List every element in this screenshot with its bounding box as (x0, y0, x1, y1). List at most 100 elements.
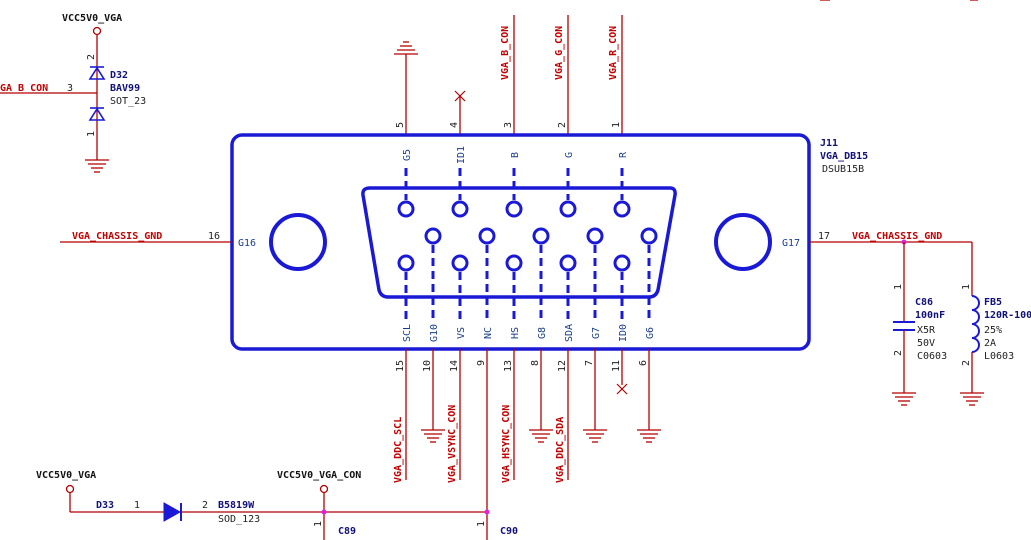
ground-icon (85, 159, 109, 173)
d33-diode-icon (163, 502, 182, 522)
j11-ref: J11 (820, 138, 838, 149)
pin-number: 15 (395, 360, 406, 372)
d33-ref: D33 (96, 500, 114, 511)
pin-number: 17 (818, 231, 830, 242)
d32-package: SOT_23 (110, 96, 146, 107)
vcc-top-label: VCC5V0_VGA (62, 13, 122, 24)
vcc-bottom-power-symbol (65, 484, 75, 494)
pin-name: SDA (564, 324, 575, 342)
c86-value: 100nF (915, 310, 945, 321)
d32-section: VCC5V0_VGA GA_B_CON 3 2 1 D32 BAV99 SOT_… (0, 13, 146, 173)
vcc-con-label: VCC5V0_VGA_CON (277, 470, 361, 481)
pin-number: 12 (557, 360, 568, 372)
pin-name: ID1 (456, 146, 467, 164)
net-vga-ddc-scl: VGA_DDC_SCL (393, 417, 404, 483)
fb5-ref: FB5 (984, 297, 1002, 308)
d32-pin2: 2 (86, 54, 97, 60)
ground-icon (529, 429, 553, 443)
j11-connector-body: G5 ID1 B G R SCL G10 VS NC HS G8 SDA G7 … (230, 133, 868, 351)
c86-ref: C86 (915, 297, 933, 308)
j11-outline (230, 133, 811, 351)
d33-pin2: 2 (202, 500, 208, 511)
c90-ref: C90 (500, 526, 518, 537)
pin-number: 5 (395, 122, 406, 128)
fb5-pin2: 2 (961, 360, 972, 366)
fb5-current: 2A (984, 338, 996, 349)
j11-right-mount-hole (714, 213, 772, 271)
fb5-package: L0603 (984, 351, 1014, 362)
j11-value: VGA_DB15 (820, 151, 868, 162)
ground-icon (892, 392, 916, 406)
c86-package: C0603 (917, 351, 947, 362)
c86-pin1: 1 (893, 284, 904, 290)
c89-pin1: 1 (313, 521, 324, 527)
c86-dielectric: X5R (917, 325, 936, 336)
pin-number: 2 (557, 122, 568, 128)
net-chassis-right: VGA_CHASSIS_GND (852, 231, 942, 242)
c90-pin1: 1 (476, 521, 487, 527)
pin-number: 16 (208, 231, 220, 242)
d33-package: SOD_123 (218, 514, 260, 525)
fb5-section: 1 2 FB5 120R-100 25% 2A L0603 (960, 242, 1031, 406)
net-vga-r-con: VGA_R_CON (608, 26, 619, 80)
pin-name: G (564, 152, 575, 158)
d33-value: B5819W (218, 500, 255, 511)
net-chassis-left: VGA_CHASSIS_GND (72, 231, 162, 242)
d32-value: BAV99 (110, 83, 140, 94)
ground-icon (637, 429, 661, 443)
vcc-bottom-label: VCC5V0_VGA (36, 470, 96, 481)
pin-number: 6 (638, 360, 649, 366)
vcc-con-power-symbol (319, 484, 329, 494)
pin-number: 3 (503, 122, 514, 128)
pin-name: R (618, 151, 629, 158)
ground-icon (421, 429, 445, 443)
pin-name: G5 (402, 149, 413, 161)
fb5-tolerance: 25% (984, 325, 1002, 336)
pin-name: G6 (645, 327, 656, 339)
pin-name: G16 (238, 238, 256, 249)
fb5-pin1: 1 (961, 284, 972, 290)
ground-icon (583, 429, 607, 443)
d32-ref: D32 (110, 70, 128, 81)
pin-number: 7 (584, 360, 595, 366)
pin-name: HS (510, 327, 521, 339)
pin-name: VS (456, 327, 467, 339)
d33-pin1: 1 (134, 500, 140, 511)
inductor-coil-icon (971, 295, 980, 353)
pin-name: ID0 (618, 324, 629, 342)
pin-name: G10 (429, 324, 440, 342)
d32-lower-diode-icon (88, 107, 106, 121)
pin-number: 13 (503, 360, 514, 372)
junction-dot (321, 509, 327, 515)
d32-upper-diode-icon (88, 66, 106, 80)
pin-number: 9 (476, 360, 487, 366)
net-vga-vsync-con: VGA_VSYNC_CON (447, 405, 458, 483)
j11-top-pins: VGA_B_CON VGA_G_CON VGA_R_CON 5 4 3 2 1 (394, 15, 623, 135)
ground-icon (960, 392, 984, 406)
j11-bottom-pins: 15 10 14 9 13 8 12 7 11 6 VGA_DDC_SCL VG… (393, 349, 661, 540)
pin-number: 4 (449, 122, 460, 128)
d32-pin1: 1 (86, 131, 97, 137)
net-vga-b-con-left: GA_B_CON (0, 83, 48, 94)
junction-dot (484, 509, 490, 515)
pin-number: 11 (611, 360, 622, 372)
d33-section: VCC5V0_VGA D33 1 2 B5819W SOD_123 VCC5V0… (36, 470, 518, 540)
pin-name: NC (483, 327, 494, 339)
pin-number: 1 (611, 122, 622, 128)
net-vga-b-con: VGA_B_CON (500, 26, 511, 80)
vcc-top-power-symbol (92, 26, 102, 36)
pin-name: G8 (537, 327, 548, 339)
c89-ref: C89 (338, 526, 356, 537)
pin-name: G17 (782, 238, 800, 249)
j11-left-mount-hole (269, 213, 327, 271)
j11-side-pins: VGA_CHASSIS_GND 16 17 VGA_CHASSIS_GND (60, 231, 972, 245)
pin-number: 8 (530, 360, 541, 366)
fb5-value: 120R-100 (984, 310, 1031, 321)
net-vga-ddc-sda: VGA_DDC_SDA (555, 417, 566, 483)
net-vga-g-con: VGA_G_CON (554, 26, 565, 80)
no-connect-icon (616, 383, 628, 395)
ground-icon (394, 41, 418, 55)
net-vga-hsync-con: VGA_HSYNC_CON (501, 405, 512, 483)
pin-number: 10 (422, 360, 433, 372)
